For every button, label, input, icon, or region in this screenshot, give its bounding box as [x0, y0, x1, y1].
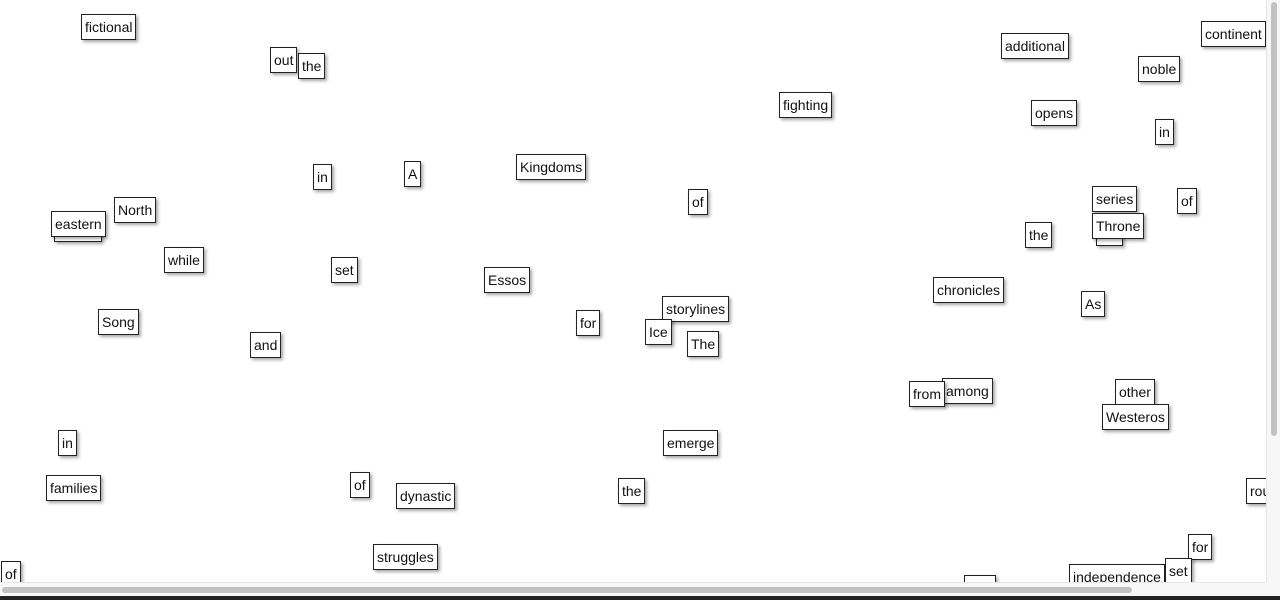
word-tile[interactable]: continent — [1201, 21, 1266, 47]
word-tile[interactable]: chronicles — [933, 277, 1005, 303]
word-tile[interactable]: A — [404, 161, 422, 187]
word-tile[interactable]: opens — [1031, 100, 1078, 126]
window-bottom-edge — [0, 596, 1280, 600]
word-tile[interactable]: As — [1081, 291, 1106, 317]
word-tile[interactable]: from — [909, 381, 945, 407]
word-tile[interactable]: struggles — [373, 544, 438, 570]
word-tile[interactable]: of — [1177, 188, 1197, 214]
word-tile[interactable]: of — [350, 472, 370, 498]
word-tile[interactable]: independence — [1069, 564, 1165, 582]
word-tile[interactable]: North — [114, 197, 157, 223]
word-tile[interactable]: Westeros — [1102, 404, 1169, 430]
word-tile[interactable]: of — [1, 561, 21, 582]
word-tile[interactable]: rou — [1246, 478, 1266, 504]
word-tile[interactable]: Ice — [645, 319, 672, 345]
word-tile[interactable]: out — [270, 47, 298, 73]
horizontal-scrollbar-thumb[interactable] — [2, 587, 1132, 593]
word-tile[interactable]: for — [576, 310, 601, 336]
word-tile[interactable]: Song — [98, 309, 139, 335]
vertical-scrollbar[interactable] — [1266, 0, 1280, 582]
word-tile[interactable]: set — [331, 257, 358, 283]
word-tile[interactable]: The — [687, 331, 720, 357]
word-tile[interactable]: additional — [1001, 33, 1069, 59]
word-tile[interactable]: the — [1025, 222, 1053, 248]
word-canvas: fictional out the additional continent n… — [1, 14, 1266, 582]
word-tile[interactable]: fictional — [81, 14, 137, 40]
word-tile[interactable]: for — [1188, 534, 1213, 560]
word-tile[interactable]: dynastic — [396, 483, 456, 509]
word-tile[interactable]: Kingdoms — [516, 154, 587, 180]
word-tile[interactable]: fighting — [779, 92, 833, 118]
word-tile[interactable]: the — [298, 53, 326, 79]
word-tile[interactable]: set — [1165, 558, 1192, 582]
word-tile[interactable]: the — [618, 478, 646, 504]
word-tile[interactable]: while — [164, 247, 204, 273]
word-tile[interactable]: series — [1092, 186, 1138, 212]
word-tile[interactable]: Essos — [484, 267, 531, 293]
word-tile[interactable]: emerge — [663, 430, 719, 456]
vertical-scrollbar-thumb[interactable] — [1271, 2, 1277, 436]
word-tile[interactable]: eastern — [51, 211, 106, 237]
word-tile[interactable]: noble — [1138, 56, 1181, 82]
word-tile[interactable]: families — [46, 475, 102, 501]
horizontal-scrollbar[interactable] — [0, 582, 1266, 597]
word-tile[interactable] — [964, 575, 996, 582]
word-tile[interactable]: in — [1155, 119, 1174, 145]
word-tile[interactable]: storylines — [662, 296, 730, 322]
word-tile[interactable]: in — [313, 164, 332, 190]
word-tile[interactable]: of — [688, 189, 708, 215]
word-tile[interactable]: Throne — [1092, 213, 1145, 239]
word-tile[interactable]: among — [942, 378, 993, 404]
scrollbar-corner — [1266, 582, 1280, 596]
word-tile[interactable]: in — [58, 430, 77, 456]
word-tile[interactable]: and — [250, 332, 282, 358]
word-tile[interactable]: other — [1115, 379, 1155, 405]
